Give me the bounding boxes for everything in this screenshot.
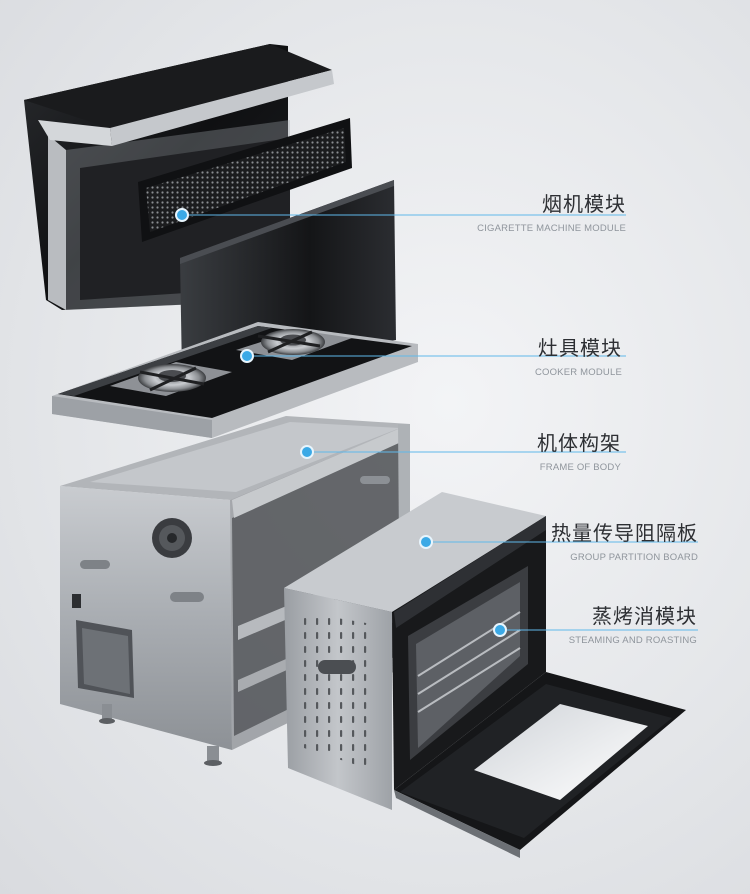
callout-title: 热量传导阻隔板 [551,521,698,545]
callout-subtitle: CIGARETTE MACHINE MODULE [477,223,626,234]
callout-subtitle: FRAME OF BODY [539,462,621,473]
callout-dot-1 [175,208,189,222]
callout-frame-of-body: 机体构架 FRAME OF BODY [537,427,621,473]
callout-steam-oven: 蒸烤消模块 STEAMING AND ROASTING [569,600,697,646]
steam-oven-module [284,492,686,858]
callout-subtitle: GROUP PARTITION BOARD [570,552,698,563]
callout-lines [182,214,698,631]
callout-dot-3 [300,445,314,459]
callout-title: 机体构架 [537,431,621,455]
callout-title: 灶具模块 [538,336,622,360]
cooker-module [52,322,418,438]
callout-dots [175,208,507,637]
callout-subtitle: COOKER MODULE [534,367,622,378]
callout-dot-2 [240,349,254,363]
callout-dot-4 [419,535,433,549]
callout-title: 烟机模块 [542,192,626,216]
callout-cooker-module: 灶具模块 COOKER MODULE [535,332,622,378]
callout-hood-module: 烟机模块 CIGARETTE MACHINE MODULE [477,188,626,234]
callout-partition-board: 热量传导阻隔板 GROUP PARTITION BOARD [551,517,698,563]
callout-dot-5 [493,623,507,637]
callout-title: 蒸烤消模块 [592,604,697,628]
range-hood-module [24,44,396,374]
callout-subtitle: STEAMING AND ROASTING [568,635,697,646]
